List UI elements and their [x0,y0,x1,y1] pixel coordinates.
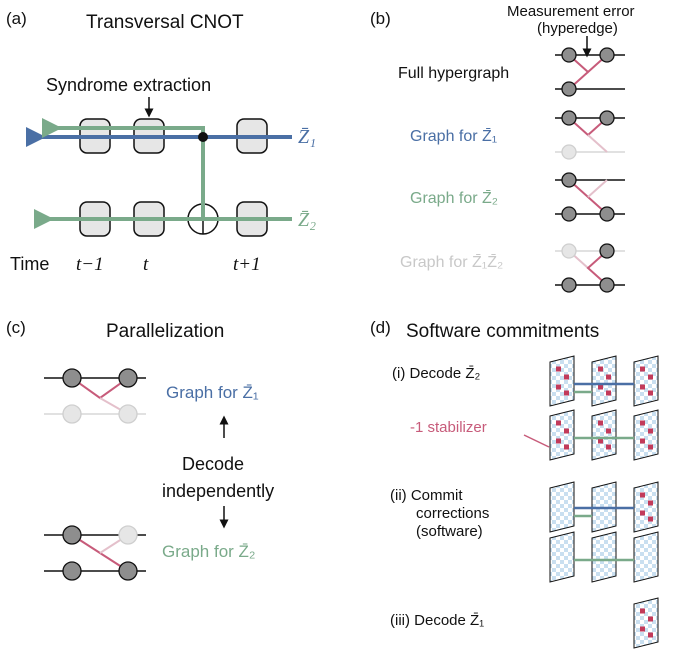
patch-ii-top-2 [633,481,659,533]
stabilizer-mark [648,616,653,622]
patch-i-bottom-1 [591,409,617,461]
full-hypergraph-label: Full hypergraph [398,65,509,82]
stabilizer-mark [564,374,569,380]
step-ii-label-2: corrections [416,505,489,522]
graph-z1z2-label: Graph for Z̄₁Z̄₂ [400,254,503,271]
z1-label: Z̄₁ [298,126,316,148]
panel-c: (c) Parallelization Graph for Z̄₁ Decode… [6,318,274,581]
stabilizer-mark [606,390,611,396]
step-iii-label: (iii) Decode Z̄₁ [390,612,484,629]
graph-z1 [555,110,625,160]
syndrome-extraction-label: Syndrome extraction [46,75,211,95]
cnot-control [198,132,208,142]
stabilizer-mark [648,516,653,522]
stabilizer-mark [556,420,561,426]
panel-a: (a) Transversal CNOT Syndrome extraction… [6,9,316,275]
panel-d-label: (d) [370,318,391,337]
stabilizer-mark [648,390,653,396]
patch-i-top-0 [549,355,575,407]
stabilizer-mark [640,420,645,426]
panel-b-label: (b) [370,9,391,28]
stabilizer-mark [640,510,645,516]
stabilizer-mark [648,632,653,638]
stabilizer-mark [606,374,611,380]
parallel-graph-z2-label: Graph for Z̄₂ [162,542,256,561]
parallel-graph-z2 [44,525,146,581]
stabilizer-mark [564,428,569,434]
stabilizer-mark [640,626,645,632]
patch-i-top-1 [591,355,617,407]
stabilizer-mark [606,428,611,434]
stabilizer-mark [640,366,645,372]
step-i-label: (i) Decode Z̄₂ [392,365,481,382]
stabilizer-mark [606,444,611,450]
parallel-graph-z1-label: Graph for Z̄₁ [166,383,259,402]
panel-a-title: Transversal CNOT [86,12,244,33]
panel-a-label: (a) [6,9,27,28]
patch-ii-bottom-0 [549,531,575,583]
tick-t-plus-1: t+1 [233,254,261,275]
graph-z1z2 [555,243,625,293]
graph-z2 [555,172,625,222]
stabilizer-mark [648,374,653,380]
tick-t: t [143,254,149,275]
patch-i-bottom-0 [549,409,575,461]
stabilizer-mark [564,444,569,450]
stabilizer-mark [640,384,645,390]
stabilizer-mark [648,444,653,450]
patch-iii [633,597,659,649]
stabilizer-mark [648,500,653,506]
z2-spread-arrow [42,118,205,219]
panel-d-title: Software commitments [406,321,599,342]
stabilizer-mark [648,428,653,434]
step-ii-label-3: (software) [416,523,483,540]
panel-d: (d) Software commitments (i) Decode Z̄₂ … [370,318,659,649]
hyperedge-title: (hyperedge) [537,20,618,37]
stabilizer-mark [640,608,645,614]
full-hypergraph [555,47,625,97]
step-ii-label-1: (ii) Commit [390,487,463,504]
code-patch-grid [549,355,659,649]
measurement-error-title: Measurement error [507,3,635,20]
stabilizer-mark [556,438,561,444]
stabilizer-pointer [523,434,550,448]
stabilizer-mark [598,384,603,390]
parallel-graph-z1 [44,368,146,424]
tick-t-minus-1: t−1 [76,254,104,275]
patch-ii-bottom-1 [591,531,617,583]
stabilizer-mark [556,384,561,390]
panel-c-label: (c) [6,318,26,337]
graph-z1-label: Graph for Z̄₁ [410,128,497,145]
panel-b: (b) Measurement error (hyperedge) Full h… [370,3,635,293]
stabilizer-mark [598,420,603,426]
stabilizer-mark [598,366,603,372]
patch-ii-bottom-2 [633,531,659,583]
independently-label: independently [162,481,274,501]
stabilizer-mark [564,390,569,396]
stabilizer-mark [598,438,603,444]
stabilizer-mark [556,366,561,372]
time-label: Time [10,254,49,274]
decode-label: Decode [182,454,244,474]
z2-label: Z̄₂ [298,209,316,231]
patch-ii-top-0 [549,481,575,533]
graph-z2-label: Graph for Z̄₂ [410,190,498,207]
stabilizer-mark [640,438,645,444]
patch-i-top-2 [633,355,659,407]
stabilizer-label: -1 stabilizer [410,419,487,436]
stabilizer-mark [640,492,645,498]
panel-c-title: Parallelization [106,321,224,342]
patch-i-bottom-2 [633,409,659,461]
